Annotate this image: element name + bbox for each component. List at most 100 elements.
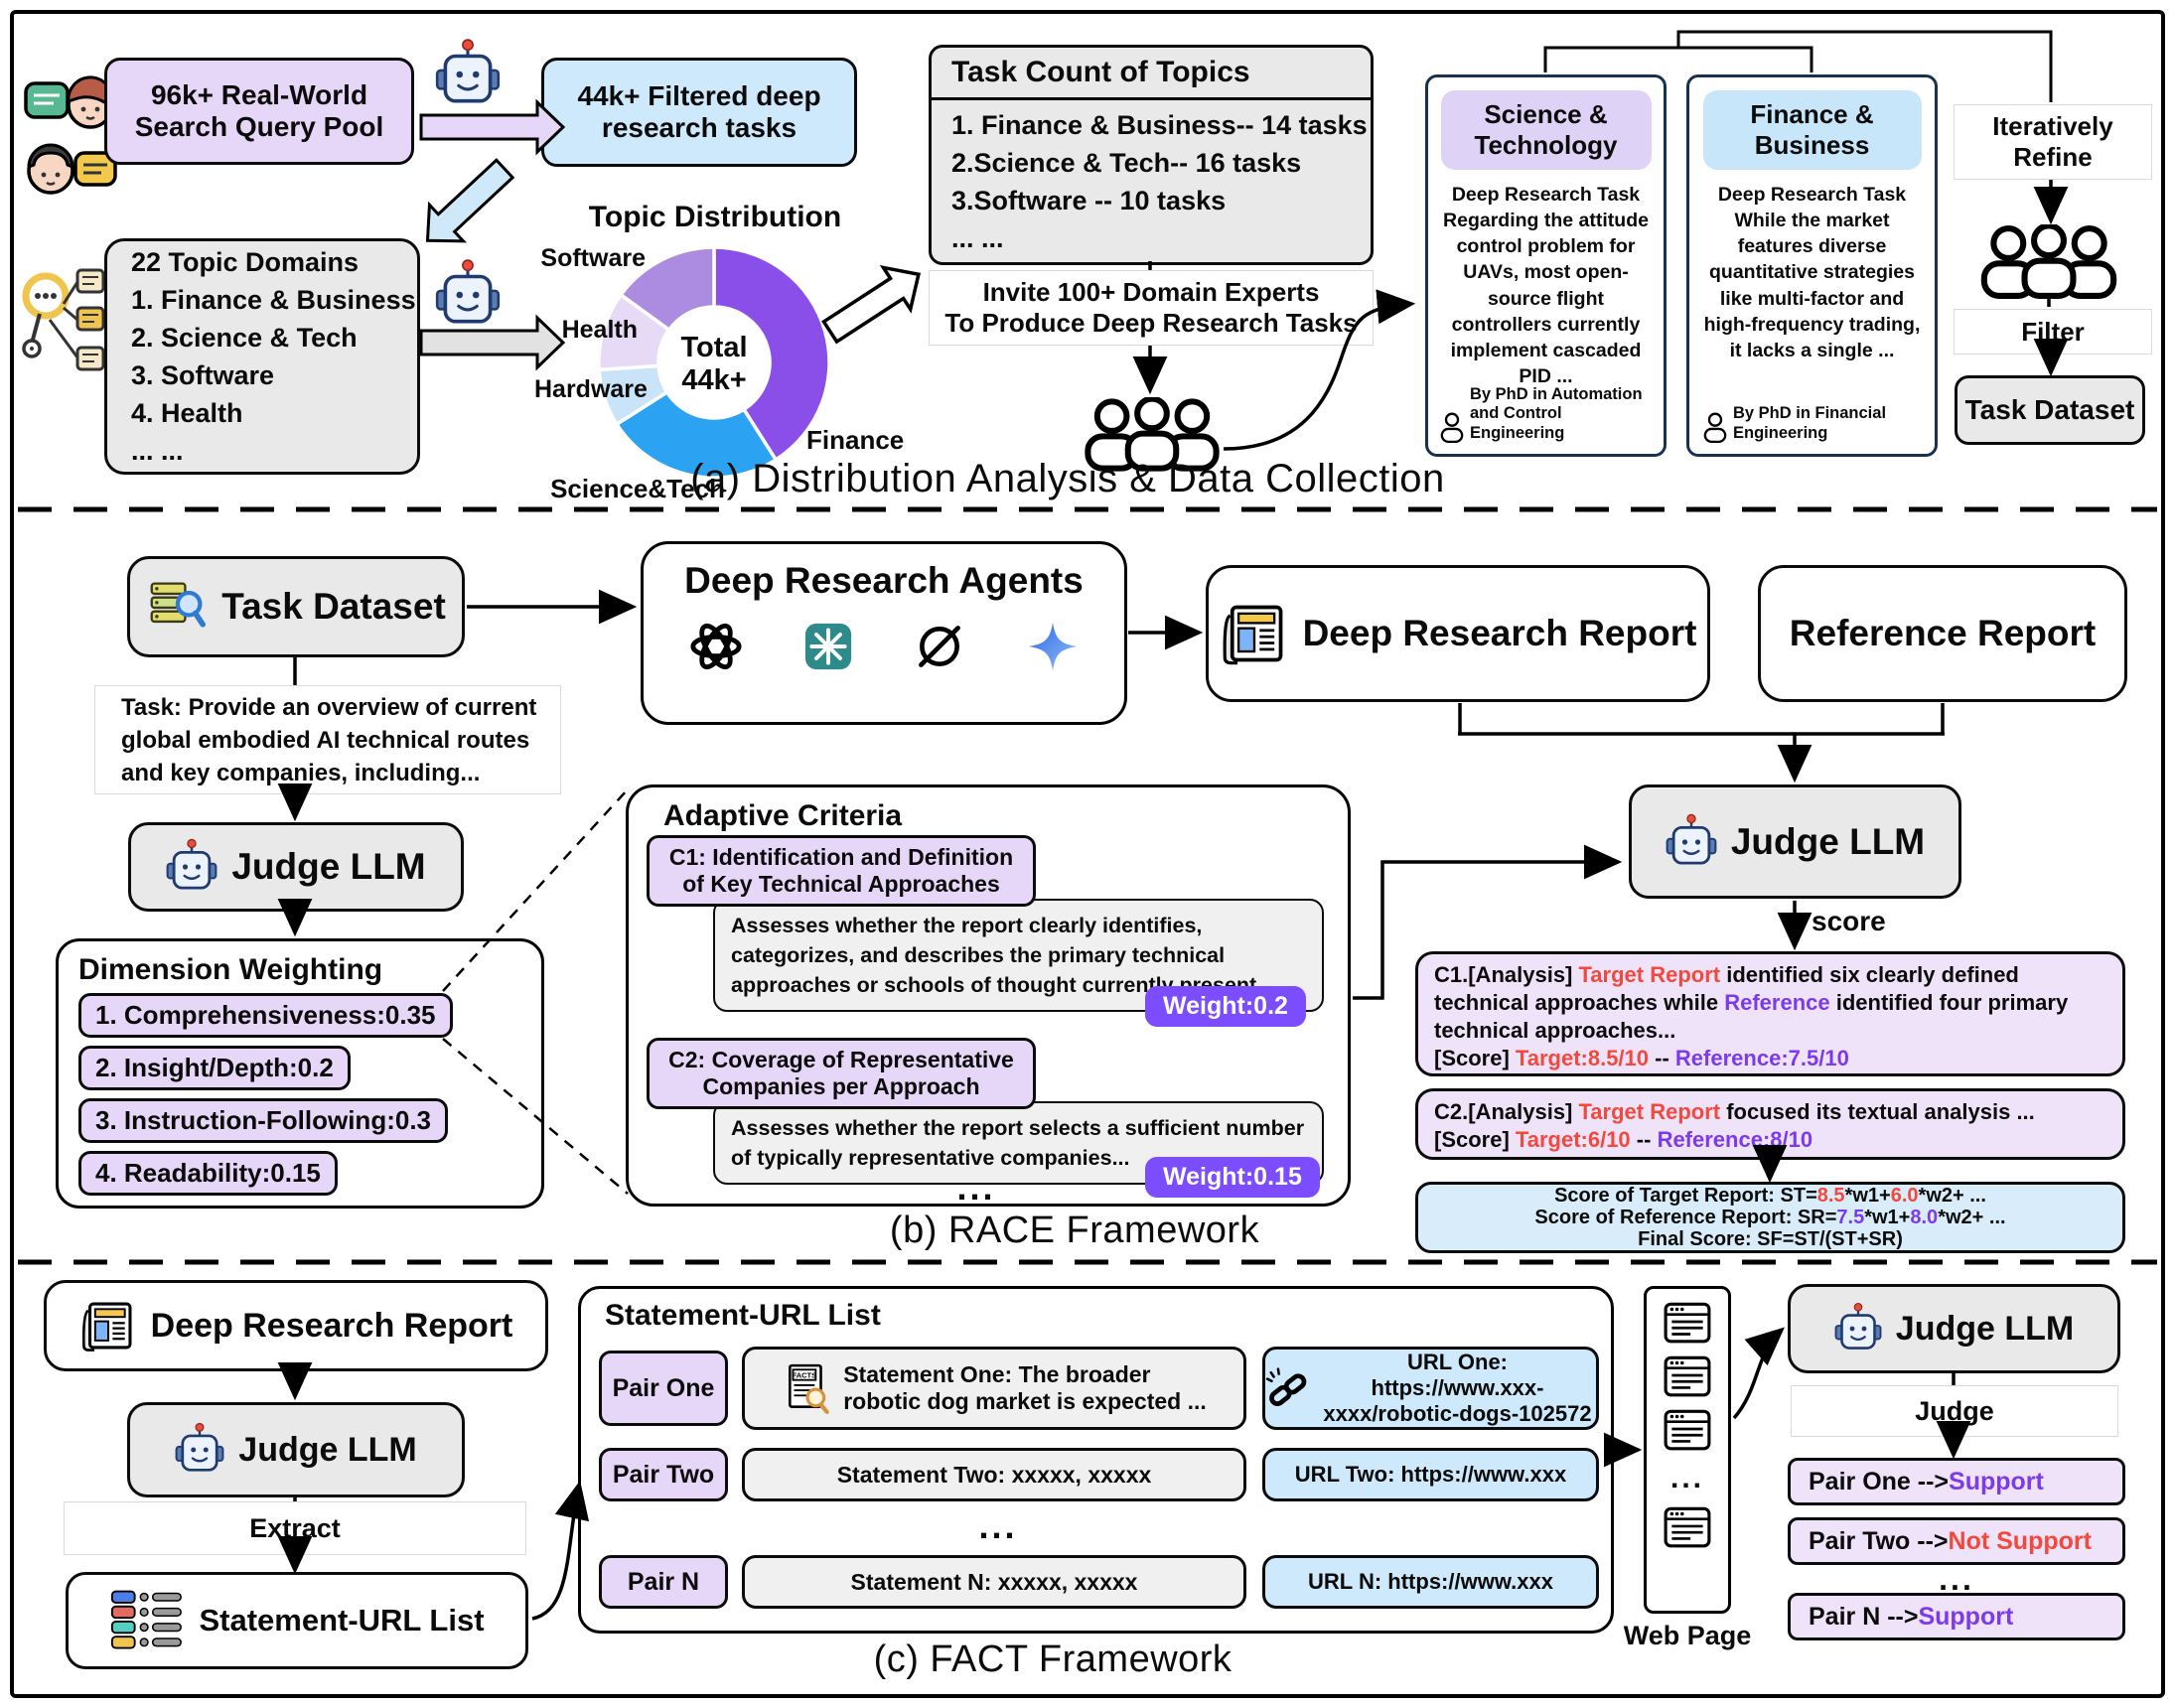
domains-line: 4. Health xyxy=(131,398,243,428)
caption-a: (a) Distribution Analysis & Data Collect… xyxy=(690,457,1445,500)
finance-expert-card: Finance & Business Deep Research Task Wh… xyxy=(1686,74,1938,457)
robot-icon xyxy=(166,837,218,897)
people-chat-icon xyxy=(24,75,117,207)
facts-doc-icon xyxy=(782,1362,833,1414)
arrow-filtered-to-domains xyxy=(425,158,515,243)
results-ellipsis: ... xyxy=(1939,1561,1974,1597)
donut-label-scitech: Science&Tech xyxy=(550,474,725,503)
caption-c: (c) FACT Framework xyxy=(873,1638,1232,1680)
c2-chip: C2: Coverage of Representative Companies… xyxy=(647,1038,1036,1109)
gemini-star-icon xyxy=(1027,621,1079,672)
science-expert-card: Science & Technology Deep Research Task … xyxy=(1425,74,1667,457)
adaptive-title: Adaptive Criteria xyxy=(663,799,903,832)
filtered-line2: research tasks xyxy=(601,112,798,143)
grok-icon xyxy=(914,621,965,672)
query-pool-box: 96k+ Real-World Search Query Pool xyxy=(104,58,414,165)
agents-title: Deep Research Agents xyxy=(684,560,1084,601)
dimension-item: 1. Comprehensiveness:0.35 xyxy=(78,993,453,1038)
finance-card-byline: By PhD in Financial Engineering xyxy=(1703,404,1928,444)
science-card-header: Science & Technology xyxy=(1440,90,1652,170)
agent-logos-row xyxy=(689,620,1079,673)
browser-window-icon xyxy=(1663,1505,1712,1549)
web-page-label: Web Page xyxy=(1623,1621,1752,1650)
database-search-icon xyxy=(146,578,208,636)
pair-one-result: Pair One --> Support xyxy=(1788,1458,2125,1505)
donut-segment-Software xyxy=(618,245,716,333)
pair-n-chip: Pair N xyxy=(599,1555,728,1609)
c1-chip: C1: Identification and Definition of Key… xyxy=(647,835,1036,907)
c1-weight-badge: Weight:0.2 xyxy=(1145,986,1306,1027)
robot-icon xyxy=(435,38,501,111)
person-icon xyxy=(1440,412,1464,444)
robot-icon xyxy=(175,1421,224,1479)
deep-research-report-box-b: Deep Research Report xyxy=(1206,565,1710,702)
adaptive-criteria-box: Adaptive Criteria Assesses whether the r… xyxy=(626,784,1351,1208)
curve-list-to-bigbox xyxy=(531,1480,590,1621)
robot-icon xyxy=(435,258,501,332)
teal-asterisk-agent-icon xyxy=(804,623,852,670)
browser-window-icon xyxy=(1663,1301,1712,1345)
filtered-tasks-box: 44k+ Filtered deep research tasks xyxy=(541,58,857,167)
invite-experts-label: Invite 100+ Domain Experts To Produce De… xyxy=(929,270,1374,346)
task-count-item: 2.Science & Tech-- 16 tasks xyxy=(951,148,1302,178)
statement-n-box: Statement N: xxxxx, xxxxx xyxy=(742,1555,1246,1609)
dimension-title: Dimension Weighting xyxy=(78,953,383,986)
browser-window-icon xyxy=(1663,1354,1712,1398)
judge-llm-box-right: Judge LLM xyxy=(1629,784,1961,899)
filter-label: Filter xyxy=(1954,309,2152,355)
pair-two-chip: Pair Two xyxy=(599,1448,728,1501)
judge-llm-box-c-left: Judge LLM xyxy=(127,1402,465,1497)
dimension-item: 2. Insight/Depth:0.2 xyxy=(78,1046,351,1090)
url-two-box: URL Two: https://www.xxx xyxy=(1262,1448,1599,1501)
donut-segment-Science&Tech xyxy=(614,389,779,480)
judge-llm-box-left: Judge LLM xyxy=(128,822,464,912)
list-title: Statement-URL List xyxy=(605,1299,881,1332)
web-page-ellipsis: ... xyxy=(1669,1462,1704,1494)
finance-card-body: Deep Research Task While the market feat… xyxy=(1703,184,1921,361)
bracket-cards xyxy=(1543,46,1813,72)
newspaper-icon xyxy=(79,1298,137,1353)
score-label: score xyxy=(1812,906,1886,936)
domains-line: 3. Software xyxy=(131,360,275,390)
judge-llm-box-c-right: Judge LLM xyxy=(1788,1284,2120,1373)
extract-label: Extract xyxy=(64,1501,526,1555)
finance-card-header: Finance & Business xyxy=(1702,90,1922,170)
link-icon xyxy=(1265,1365,1311,1411)
donut-title: Topic Distribution xyxy=(588,201,842,233)
donut-center-label: Total 44k+ xyxy=(680,332,748,396)
agents-box: Deep Research Agents xyxy=(641,541,1127,725)
web-page-stack: ... xyxy=(1644,1286,1731,1614)
donut-label-hardware: Hardware xyxy=(534,375,648,403)
c1-analysis-box: C1.[Analysis] Target Report identified s… xyxy=(1415,951,2125,1076)
task-example-text: Task: Provide an overview of current glo… xyxy=(94,685,561,794)
openai-icon xyxy=(689,620,743,673)
dimension-item: 4. Readability:0.15 xyxy=(78,1151,338,1196)
robot-icon xyxy=(1666,812,1717,872)
person-icon xyxy=(1703,412,1727,444)
donut-segment-Finance xyxy=(712,245,831,463)
deep-research-report-box-c: Deep Research Report xyxy=(44,1280,548,1371)
list-ellipsis: ... xyxy=(978,1505,1018,1546)
url-one-box: URL One: https://www.xxx- xxxx/robotic-d… xyxy=(1262,1347,1599,1430)
pair-one-chip: Pair One xyxy=(599,1351,728,1426)
pair-two-result: Pair Two --> Not Support xyxy=(1788,1517,2125,1565)
domains-line: 1. Finance & Business xyxy=(131,285,416,315)
final-score-box: Score of Target Report: ST=8.5*w1+6.0*w2… xyxy=(1415,1182,2125,1253)
statement-list-icon xyxy=(109,1589,185,1652)
science-card-body: Deep Research Task Regarding the attitud… xyxy=(1443,184,1649,387)
dimension-weighting-box: Dimension Weighting 1. Comprehensiveness… xyxy=(56,938,544,1209)
iteratively-refine-label: Iteratively Refine xyxy=(1954,104,2152,180)
c2-weight-badge: Weight:0.15 xyxy=(1145,1157,1320,1198)
task-count-item: ... ... xyxy=(951,223,1004,253)
url-n-box: URL N: https://www.xxx xyxy=(1262,1555,1599,1609)
filtered-line1: 44k+ Filtered deep xyxy=(577,80,821,111)
topic-classify-icon xyxy=(20,264,107,381)
c2-description: Assesses whether the report selects a su… xyxy=(713,1101,1324,1185)
statement-one-box: Statement One: The broader robotic dog m… xyxy=(742,1347,1246,1430)
task-count-box: Task Count of Topics 1. Finance & Busine… xyxy=(929,45,1374,265)
robot-icon xyxy=(1834,1301,1882,1356)
reference-report-box: Reference Report xyxy=(1758,565,2127,702)
filter-people-icon xyxy=(1978,224,2119,300)
query-pool-line2: Search Query Pool xyxy=(134,111,384,142)
